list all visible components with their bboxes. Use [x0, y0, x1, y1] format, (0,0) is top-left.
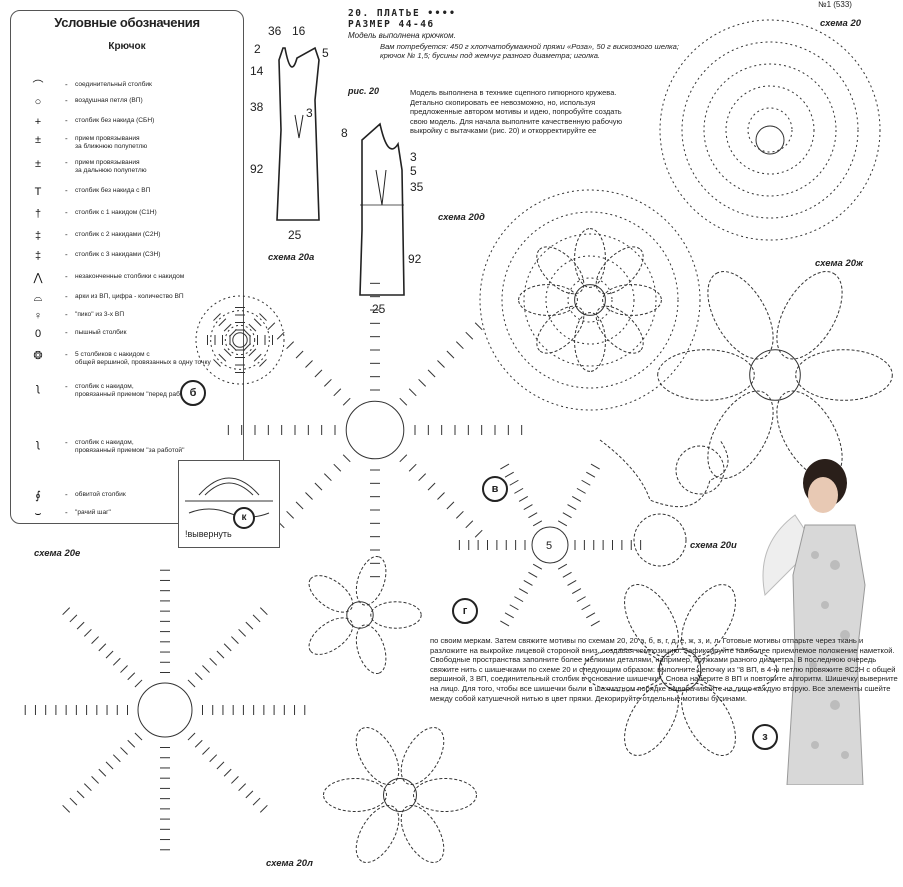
legend-dash: -	[65, 350, 68, 359]
article-title: 20. ПЛАТЬЕ ••••	[348, 8, 457, 19]
figure-label: рис. 20	[348, 86, 380, 96]
pattern-drawing-a	[276, 46, 320, 221]
legend-text: незаконченные столбики с накидом	[75, 273, 185, 280]
pattern-drawing-b	[359, 122, 405, 296]
pattern-b-right-2: 5	[410, 164, 417, 178]
legend-text: 5 столбиков с накидом с общей вершиной, …	[75, 351, 211, 366]
legend-text: пышный столбик	[75, 329, 127, 336]
scheme-20zh-label: схема 20ж	[815, 258, 864, 269]
legend-text: соединительный столбик	[75, 81, 152, 88]
legend-dash: -	[65, 230, 68, 239]
legend-text: арки из ВП, цифра - количество ВП	[75, 293, 184, 300]
legend-symbol: 0	[34, 328, 42, 340]
pattern-b-right-3: 35	[410, 180, 424, 194]
motif-center-number: 5	[546, 540, 553, 552]
legend-text: столбик без накида с ВП	[75, 187, 151, 194]
badge-g: г	[452, 598, 478, 624]
pattern-b-right-4: 92	[408, 252, 422, 266]
legend-dash: -	[65, 310, 68, 319]
intro-text: Модель выполнена в технике сцепного гипю…	[410, 88, 623, 135]
legend-text: столбик с 2 накидами (С2Н)	[75, 231, 161, 238]
page-number: №1 (533)	[818, 0, 852, 9]
badge-k: к	[233, 507, 255, 529]
legend-dash: -	[65, 116, 68, 125]
legend-symbol: +	[34, 116, 42, 128]
legend-dash: -	[65, 438, 68, 447]
legend-dash: -	[65, 186, 68, 195]
article-subtitle: Модель выполнена крючком.	[348, 31, 456, 40]
legend-title: Условные обозначения	[54, 15, 200, 30]
legend-symbol: ‡	[34, 250, 42, 262]
scheme-20d-label: схема 20д	[438, 212, 485, 223]
legend-symbol: ‡	[34, 230, 42, 242]
legend-dash: -	[65, 292, 68, 301]
legend-text: столбик с 3 накидами (С3Н)	[75, 251, 161, 258]
model-photo	[762, 459, 866, 785]
legend-text: прием провязывания за ближнюю полупетлю	[75, 135, 148, 150]
legend-dash: -	[65, 96, 68, 105]
legend-symbol: ⋀	[33, 272, 43, 284]
legend-symbol: ♀	[33, 310, 43, 322]
legend-text: воздушная петля (ВП)	[75, 97, 143, 104]
legend-symbol: ʅ	[36, 438, 40, 450]
article-size: РАЗМЕР 44-46	[348, 19, 435, 30]
legend-dash: -	[65, 508, 68, 517]
scheme-20i-label: схема 20и	[690, 540, 737, 551]
badge-v: в	[482, 476, 508, 502]
scheme-20a-label: схема 20а	[268, 252, 315, 263]
legend-text: "рачий шаг"	[75, 509, 111, 516]
legend-dash: -	[65, 250, 68, 259]
pattern-a-top-1: 36	[268, 24, 282, 38]
legend-symbol: ±	[34, 134, 42, 146]
pattern-a-right: 5	[322, 46, 329, 60]
legend-dash: -	[65, 208, 68, 217]
legend-symbol: ⌣	[34, 508, 42, 520]
legend-symbol: ∮	[35, 490, 41, 502]
legend-symbol: ○	[34, 96, 42, 108]
legend-text: прием провязывания за дальнюю полупетлю	[75, 159, 147, 174]
k-note: !вывернуть	[185, 529, 232, 539]
legend-dash: -	[65, 158, 68, 167]
legend-dash: -	[65, 272, 68, 281]
instructions-text: по своим меркам. Затем свяжите мотивы по…	[430, 636, 898, 703]
legend-dash: -	[65, 134, 68, 143]
pattern-b-left: 8	[341, 126, 348, 140]
scheme-20e-label: схема 20е	[34, 548, 81, 559]
legend-symbol: ±	[34, 158, 42, 170]
legend-symbol: ⌒	[32, 80, 44, 92]
legend-text: обвитой столбик	[75, 491, 126, 498]
scheme-k-box: к !вывернуть	[178, 460, 280, 548]
pattern-a-left-4: 92	[250, 162, 264, 176]
legend-text: столбик с накидом, провязанный приемом "…	[75, 439, 185, 454]
pattern-a-top-2: 16	[292, 24, 306, 38]
scheme-20l-label: схема 20л	[266, 858, 313, 869]
pattern-a-left-1: 2	[254, 42, 261, 56]
pattern-a-mid: 3	[306, 106, 313, 120]
legend-symbol: †	[34, 208, 42, 220]
pattern-a-left-3: 38	[250, 100, 264, 114]
legend-symbol: ʅ	[36, 382, 40, 394]
legend-subtitle: Крючок	[108, 41, 146, 52]
pattern-a-left-2: 14	[250, 64, 264, 78]
pattern-b-right-1: 3	[410, 150, 417, 164]
legend-dash: -	[65, 328, 68, 337]
pattern-a-bottom: 25	[288, 228, 302, 242]
legend-symbol: ❂	[33, 350, 43, 362]
legend-dash: -	[65, 490, 68, 499]
legend-symbol: T	[34, 186, 42, 198]
pattern-b-bottom: 25	[372, 302, 386, 316]
scheme-20-label: схема 20	[820, 18, 862, 29]
legend-symbol: ⌓	[33, 292, 43, 304]
badge-b: б	[180, 380, 206, 406]
legend-text: столбик с 1 накидом (С1Н)	[75, 209, 157, 216]
badge-z: з	[752, 724, 778, 750]
materials-text: Вам потребуется: 450 г хлопчатобумажной …	[380, 42, 679, 60]
legend-box: Условные обозначения Крючок ⌒-соединител…	[10, 10, 244, 524]
legend-dash: -	[65, 382, 68, 391]
legend-dash: -	[65, 80, 68, 89]
legend-text: столбик без накида (СБН)	[75, 117, 155, 124]
legend-text: "пико" из 3-х ВП	[75, 311, 125, 318]
